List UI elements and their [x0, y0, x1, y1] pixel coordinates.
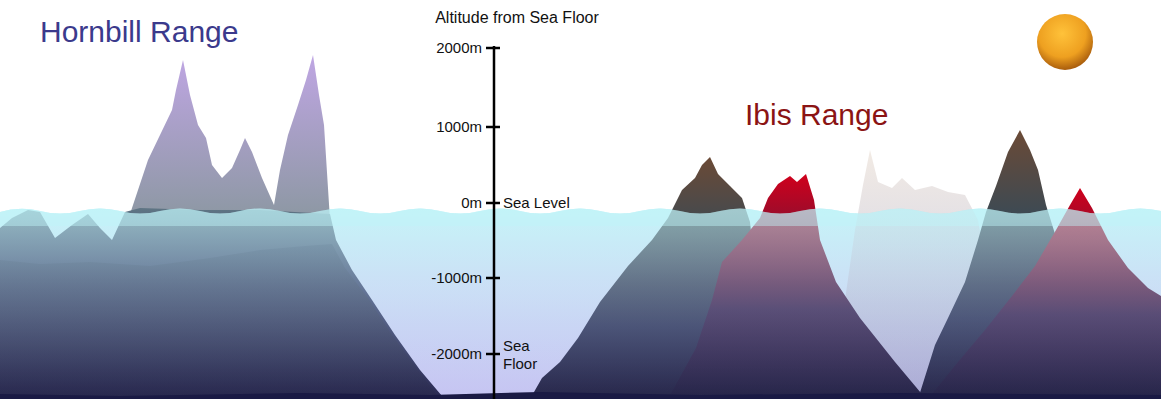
- tick-label: 0m: [461, 194, 482, 212]
- tick-label: 2000m: [436, 39, 482, 57]
- axis-title: Altitude from Sea Floor: [435, 8, 599, 27]
- tick-label: -2000m: [431, 345, 482, 363]
- altitude-axis: [486, 46, 500, 399]
- sea-surface: [0, 209, 1161, 399]
- sun: [1037, 14, 1093, 70]
- sea-floor-label: Sea Floor: [503, 337, 555, 373]
- tick-label: -1000m: [431, 269, 482, 287]
- hornbill-peaks: [128, 55, 330, 220]
- range-name: Hornbill Range: [40, 14, 238, 50]
- sea-floor: [0, 392, 1161, 399]
- range-name: Ibis Range: [745, 97, 888, 133]
- sea-surface-band: [0, 209, 1161, 227]
- sea-level-label: Sea Level: [503, 194, 570, 212]
- tick-label: 1000m: [436, 118, 482, 136]
- sea-water: [0, 209, 1161, 399]
